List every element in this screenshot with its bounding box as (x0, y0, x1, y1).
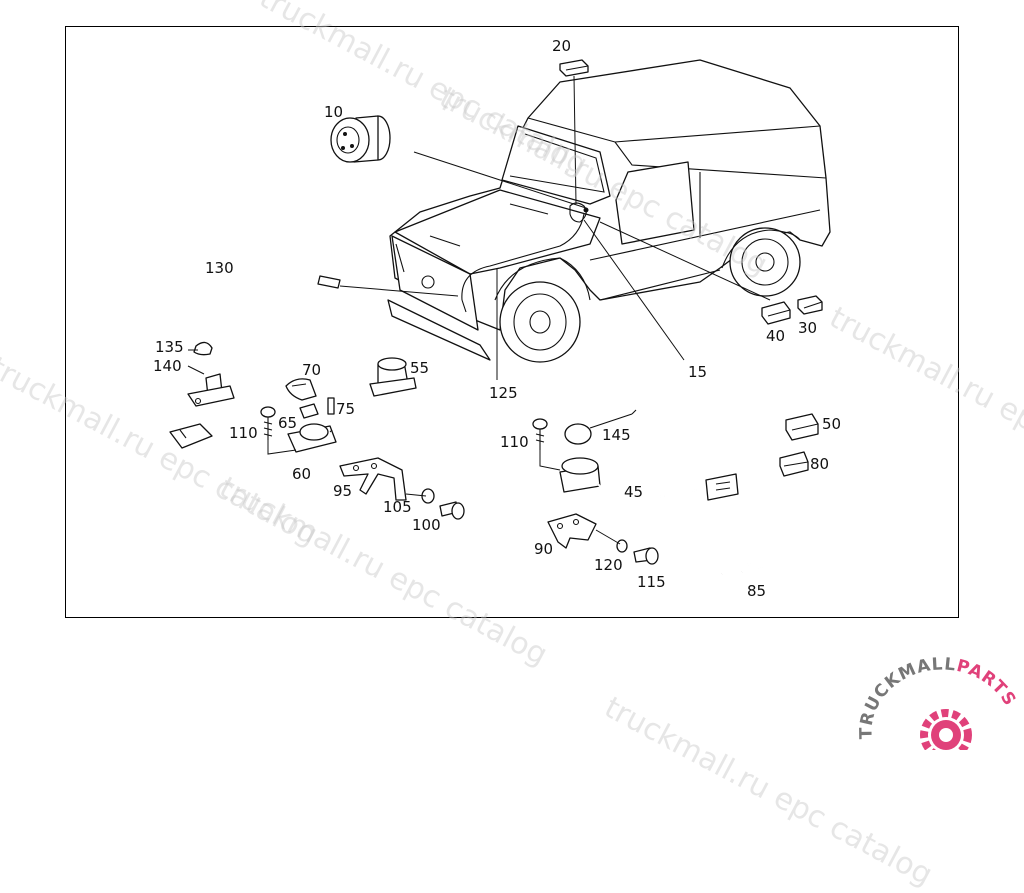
callout-55: 55 (410, 359, 429, 377)
callout-50: 50 (822, 415, 841, 433)
part-70-clip (285, 378, 317, 401)
part-75-pin (327, 397, 335, 415)
part-10-gauge (330, 115, 391, 163)
callout-100: 100 (412, 516, 441, 534)
callout-85: 85 (747, 582, 766, 600)
callout-15: 15 (688, 363, 707, 381)
part-145-sender (564, 409, 637, 445)
brand-logo: TRUCKMALLPARTS (858, 655, 1018, 750)
part-45-harness (559, 457, 739, 501)
callout-140: 140 (153, 357, 182, 375)
part-55-switch (369, 357, 417, 397)
callout-45: 45 (624, 483, 643, 501)
callout-110-left: 110 (229, 424, 258, 442)
parts-diagram: 10 15 20 30 40 45 50 55 60 65 70 75 80 8… (153, 37, 841, 600)
callout-70: 70 (302, 361, 321, 379)
part-50-connector (785, 413, 819, 441)
part-95-bracket (339, 457, 407, 501)
part-110-screw-right (532, 418, 548, 450)
leader-lines (187, 75, 771, 545)
callout-135: 135 (155, 338, 184, 356)
callout-115: 115 (637, 573, 666, 591)
part-40-connector (761, 301, 791, 325)
callout-125: 125 (489, 384, 518, 402)
callout-80: 80 (810, 455, 829, 473)
part-100-bolt (439, 501, 465, 520)
part-90-bracket (547, 513, 597, 549)
callout-30: 30 (798, 319, 817, 337)
callout-labels: 10 15 20 30 40 45 50 55 60 65 70 75 80 8… (153, 37, 841, 600)
callout-40: 40 (766, 327, 785, 345)
callout-10: 10 (324, 103, 343, 121)
part-60-switch (287, 423, 337, 453)
part-115-bolt (633, 547, 659, 565)
gear-icon (920, 709, 972, 750)
brand-name-part2: PARTS (954, 656, 1018, 710)
callout-105: 105 (383, 498, 412, 516)
callout-75: 75 (336, 400, 355, 418)
callout-110-right: 110 (500, 433, 529, 451)
part-120-washer (616, 539, 628, 553)
callout-60: 60 (292, 465, 311, 483)
part-30-connector (797, 295, 823, 315)
part-80-connector (779, 451, 809, 477)
callout-145: 145 (602, 426, 631, 444)
part-85-cable-tie (721, 542, 792, 575)
part-130-cable (187, 267, 341, 407)
part-65-nut (299, 403, 319, 419)
callout-65: 65 (278, 414, 297, 432)
part-20-connector (559, 59, 589, 77)
callout-20: 20 (552, 37, 571, 55)
callout-95: 95 (333, 482, 352, 500)
callout-90: 90 (534, 540, 553, 558)
diagram-frame (65, 26, 959, 618)
callout-130: 130 (205, 259, 234, 277)
part-bracket-left (169, 423, 213, 449)
part-110-screw-left (260, 406, 276, 440)
callout-120: 120 (594, 556, 623, 574)
vehicle-illustration (387, 59, 831, 363)
